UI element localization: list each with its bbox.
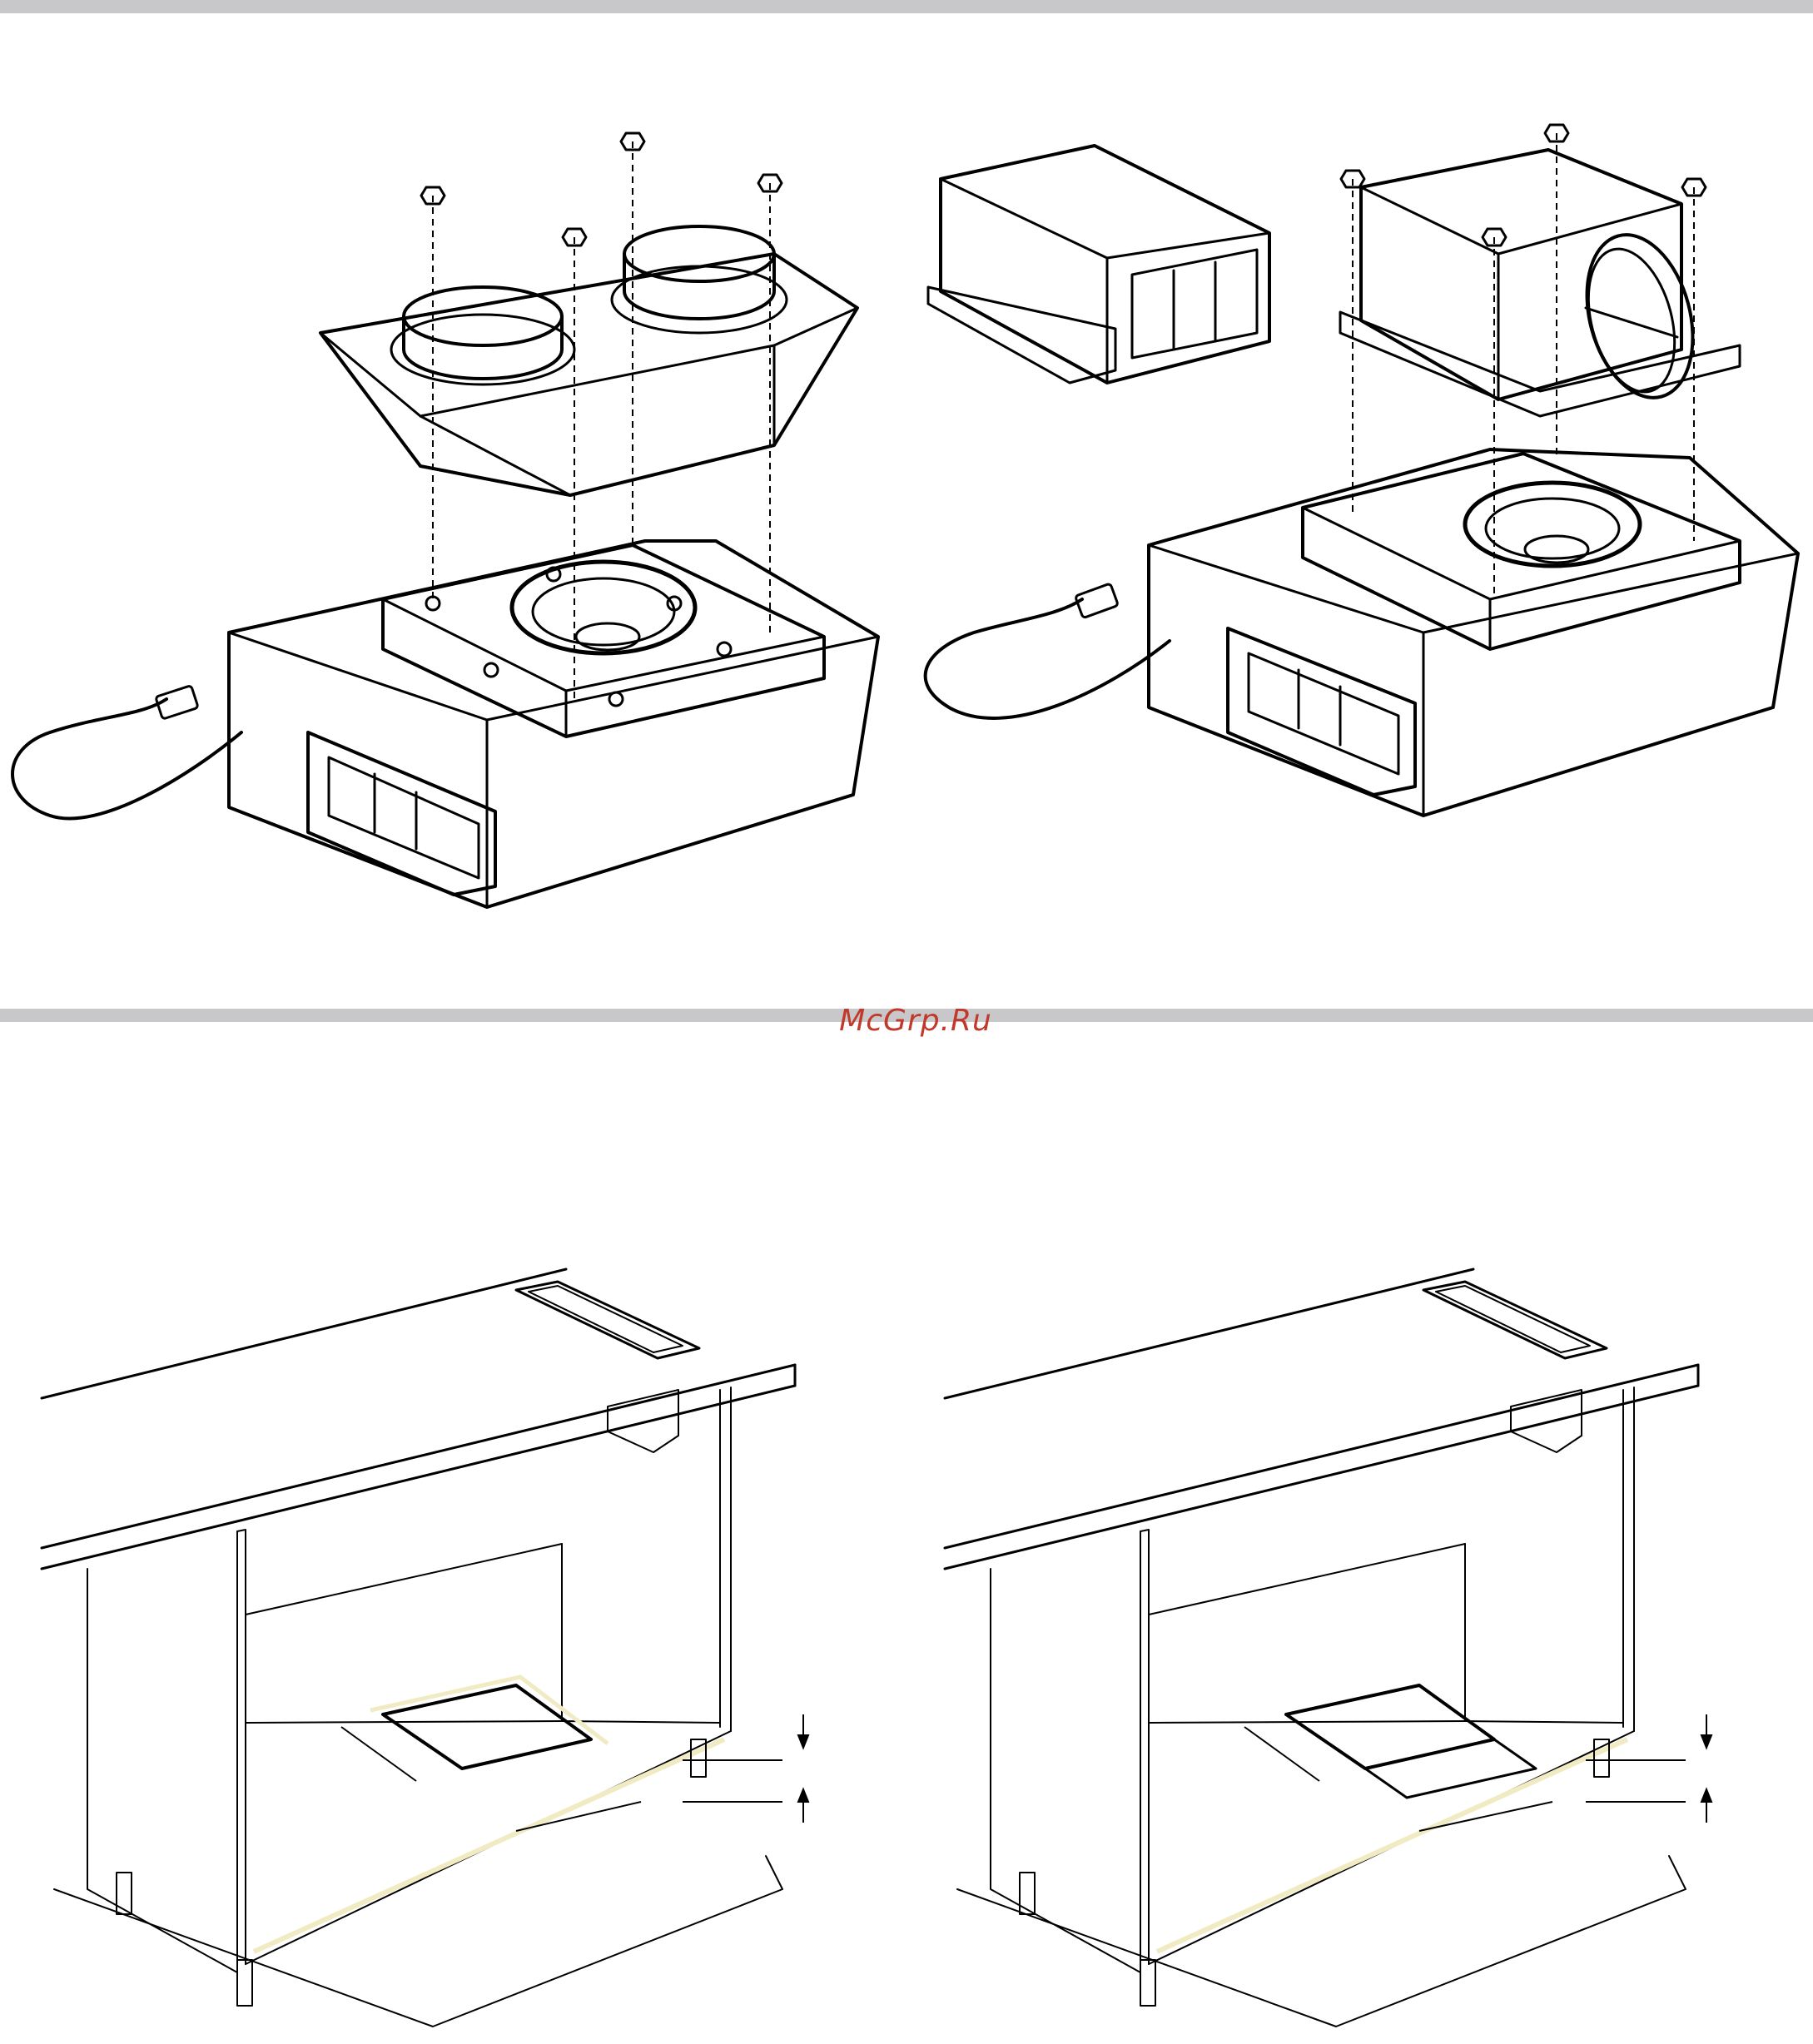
worktop [42,1269,795,1569]
base-housing [229,541,878,907]
base-housing [1149,449,1798,816]
figure-cabinet-cutout-b [936,1248,1794,2039]
floor-cutout [370,1677,608,1769]
alignment-guides [1353,133,1694,599]
figure-blower-round-adapter [0,117,899,915]
cabinet-carcass [991,1387,1634,1972]
floor-cutout [1286,1685,1536,1798]
cabinet-legs [117,1739,706,2006]
round-duct-adapter [320,226,857,495]
blower-box [608,1390,678,1452]
figure-cabinet-cutout-a [33,1248,882,2039]
motor-box-round-outlet [1340,150,1740,416]
power-cord [926,583,1170,718]
blower-box [1511,1390,1582,1452]
cabinet-legs [1020,1739,1609,2006]
power-cord [12,686,241,819]
nut-icons [1341,125,1706,246]
watermark-text: McGrp.Ru [824,1004,1007,1038]
alignment-guides [433,141,770,699]
cabinet-carcass [87,1387,731,1972]
figure-blower-remote-motor [907,108,1813,841]
worktop [945,1269,1698,1569]
top-divider-band [0,0,1813,13]
motor-box-rear [928,146,1269,383]
